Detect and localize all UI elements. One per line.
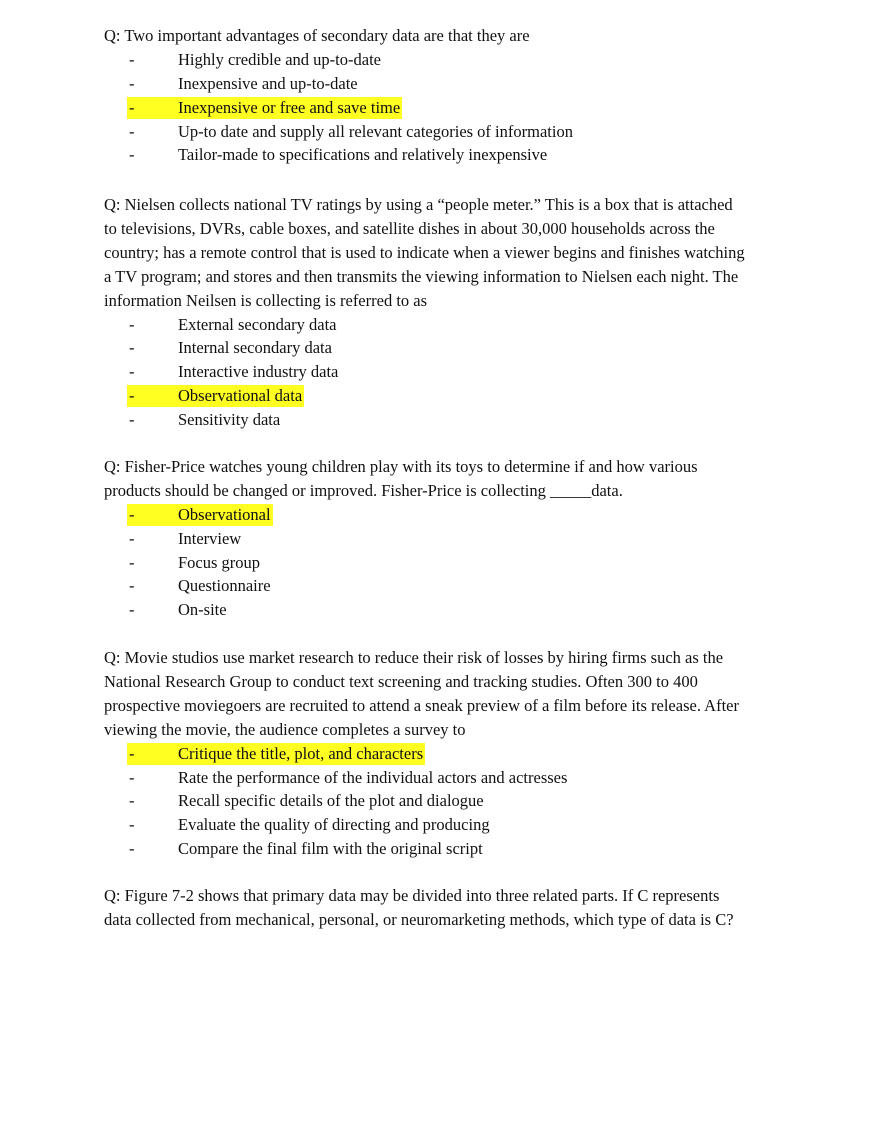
bullet-dash: - bbox=[129, 504, 135, 524]
answer-text: Interview bbox=[178, 528, 242, 548]
answer-text: Recall specific details of the plot and … bbox=[178, 791, 484, 811]
bullet-dash: - bbox=[129, 791, 135, 811]
answer-text: Sensitivity data bbox=[178, 410, 281, 430]
answer-option-highlighted: - Observational bbox=[104, 503, 784, 527]
bullet-dash: - bbox=[129, 314, 135, 334]
answer-option: - Highly credible and up-to-date bbox=[104, 48, 784, 72]
question-text: Q: Movie studios use market research to … bbox=[104, 648, 739, 739]
answer-text: Highly credible and up-to-date bbox=[178, 49, 381, 69]
bullet-dash: - bbox=[129, 145, 135, 165]
answer-text: Focus group bbox=[178, 552, 261, 572]
answer-text: Inexpensive or free and save time bbox=[178, 97, 401, 117]
answer-option: - Rate the performance of the individual … bbox=[104, 766, 784, 790]
question-2: Q: Nielsen collects national TV ratings … bbox=[104, 193, 784, 432]
answer-option-highlighted: - Critique the title, plot, and character… bbox=[104, 742, 784, 766]
answer-option: - Up-to date and supply all relevant cate… bbox=[104, 120, 784, 144]
answer-text: Compare the final film with the original… bbox=[178, 839, 483, 859]
answer-option-highlighted: - Inexpensive or free and save time bbox=[104, 96, 784, 120]
answer-option: - Compare the final film with the origina… bbox=[104, 837, 784, 861]
answer-option: - Focus group bbox=[104, 551, 784, 575]
answer-option: - Recall specific details of the plot and… bbox=[104, 789, 784, 813]
answer-text: Tailor-made to specifications and relati… bbox=[178, 145, 548, 165]
answer-option: - External secondary data bbox=[104, 313, 784, 337]
question-text: Q: Two important advantages of secondary… bbox=[104, 26, 530, 45]
answer-text: Internal secondary data bbox=[178, 338, 332, 358]
bullet-dash: - bbox=[129, 839, 135, 859]
question-3: Q: Fisher-Price watches young children p… bbox=[104, 455, 784, 622]
answer-option: - On-site bbox=[104, 598, 784, 622]
question-1: Q: Two important advantages of secondary… bbox=[104, 24, 784, 167]
bullet-dash: - bbox=[129, 410, 135, 430]
bullet-dash: - bbox=[129, 121, 135, 141]
answer-option: - Questionnaire bbox=[104, 574, 784, 598]
answer-text: Evaluate the quality of directing and pr… bbox=[178, 815, 490, 835]
answer-option-highlighted: - Observational data bbox=[104, 384, 784, 408]
answer-text: Critique the title, plot, and characters bbox=[178, 743, 424, 763]
bullet-dash: - bbox=[129, 362, 135, 382]
question-text: Q: Nielsen collects national TV ratings … bbox=[104, 195, 745, 310]
answer-text: Questionnaire bbox=[178, 576, 271, 596]
question-4: Q: Movie studios use market research to … bbox=[104, 646, 784, 861]
answer-text: Interactive industry data bbox=[178, 362, 339, 382]
question-5: Q: Figure 7-2 shows that primary data ma… bbox=[104, 884, 784, 932]
bullet-dash: - bbox=[129, 338, 135, 358]
question-text: Q: Figure 7-2 shows that primary data ma… bbox=[104, 886, 734, 929]
bullet-dash: - bbox=[129, 528, 135, 548]
answer-text: Up-to date and supply all relevant categ… bbox=[178, 121, 573, 141]
answer-option: - Evaluate the quality of directing and p… bbox=[104, 813, 784, 837]
bullet-dash: - bbox=[129, 815, 135, 835]
bullet-dash: - bbox=[129, 767, 135, 787]
bullet-dash: - bbox=[129, 386, 135, 406]
bullet-dash: - bbox=[129, 576, 135, 596]
question-text: Q: Fisher-Price watches young children p… bbox=[104, 457, 698, 500]
bullet-dash: - bbox=[129, 73, 135, 93]
bullet-dash: - bbox=[129, 600, 135, 620]
bullet-dash: - bbox=[129, 552, 135, 572]
answer-option: - Inexpensive and up-to-date bbox=[104, 72, 784, 96]
bullet-dash: - bbox=[129, 97, 135, 117]
answer-text: External secondary data bbox=[178, 314, 337, 334]
answer-option: - Interactive industry data bbox=[104, 360, 784, 384]
answer-text: Observational data bbox=[178, 386, 303, 406]
answer-option: - Sensitivity data bbox=[104, 408, 784, 432]
answer-option: - Internal secondary data bbox=[104, 336, 784, 360]
answer-options: - External secondary data - Internal secon… bbox=[104, 313, 784, 432]
answer-text: Rate the performance of the individual a… bbox=[178, 767, 568, 787]
answer-options: - Highly credible and up-to-date - Inexpen… bbox=[104, 48, 784, 167]
answer-text: On-site bbox=[178, 600, 227, 620]
answer-options: - Observational - Interview - Focus group -… bbox=[104, 503, 784, 622]
answer-option: - Tailor-made to specifications and relat… bbox=[104, 143, 784, 167]
bullet-dash: - bbox=[129, 743, 135, 763]
answer-options: - Critique the title, plot, and character… bbox=[104, 742, 784, 861]
answer-option: - Interview bbox=[104, 527, 784, 551]
answer-text: Observational bbox=[178, 504, 271, 524]
answer-text: Inexpensive and up-to-date bbox=[178, 73, 358, 93]
bullet-dash: - bbox=[129, 49, 135, 69]
